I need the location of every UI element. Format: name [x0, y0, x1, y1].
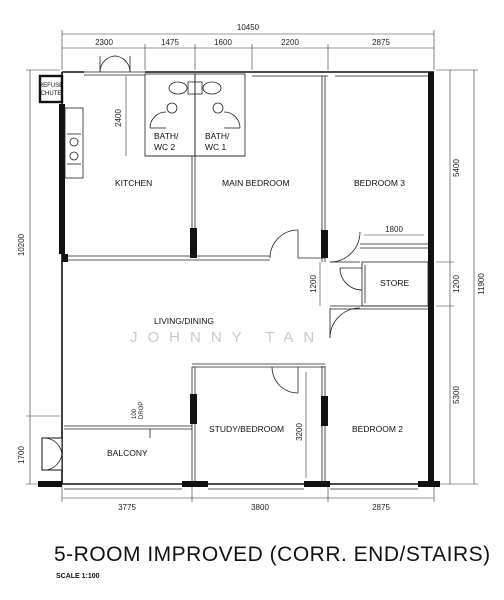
bath-wc-1-label-1: BATH/ — [205, 131, 230, 141]
room-study-bedroom-label: STUDY/BEDROOM — [209, 424, 284, 434]
refuse-chute-label-1: REFUSE — [39, 83, 63, 89]
room-main-bedroom-label: MAIN BEDROOM — [222, 178, 290, 188]
plan-scale: SCALE 1:100 — [56, 573, 100, 580]
dim-bottom-2: 3800 — [251, 503, 269, 512]
dim-right-2: 1200 — [452, 275, 461, 293]
dim-left-total: 10200 — [17, 233, 26, 256]
dim-bottom-3: 2875 — [372, 503, 390, 512]
kitchen-counter — [64, 107, 84, 179]
room-store-label: STORE — [380, 278, 409, 288]
dim-corridor: 1200 — [309, 275, 318, 293]
dim-top-total: 10450 — [237, 23, 260, 32]
bath-wc-2-label-1: BATH/ — [154, 131, 179, 141]
kitchen-depth-dimension: 2400 — [114, 76, 127, 156]
dim-store-width: 1800 — [385, 225, 403, 234]
dim-top-2: 1475 — [161, 38, 179, 47]
dim-top-4: 2200 — [281, 38, 299, 47]
room-labels: KITCHEN MAIN BEDROOM BEDROOM 3 STORE LIV… — [107, 178, 409, 458]
drop-label-1: 100 — [132, 408, 138, 419]
interior-walls: 1800 1200 3200 100 — [41, 76, 430, 484]
room-living-dining-label: LIVING/DINING — [154, 316, 214, 326]
dim-top-5: 2875 — [372, 38, 390, 47]
room-balcony-label: BALCONY — [107, 448, 148, 458]
dim-right-total: 11900 — [477, 273, 486, 295]
plan-title: 5-ROOM IMPROVED (CORR. END/STAIRS) — [54, 543, 491, 566]
top-dimensions: 10450 2300 1475 1600 2200 2875 — [61, 23, 435, 70]
dim-top-1: 2300 — [95, 38, 113, 47]
left-dimensions: 10200 1700 — [17, 69, 60, 485]
dim-top-3: 1600 — [214, 38, 232, 47]
room-bedroom-2-label: BEDROOM 2 — [352, 424, 403, 434]
dim-right-1: 5400 — [452, 159, 461, 177]
dim-right-3: 5300 — [452, 386, 461, 404]
bathrooms: BATH/ WC 2 BATH/ WC 1 — [144, 73, 246, 157]
bath-wc-1-label-2: WC 1 — [205, 142, 227, 152]
refuse-chute: REFUSE CHUTE — [38, 74, 64, 104]
dim-bottom-1: 3775 — [118, 503, 136, 512]
right-dimensions: 5400 1200 5300 11900 — [436, 69, 486, 485]
room-bedroom-3-label: BEDROOM 3 — [354, 178, 405, 188]
watermark-text: JOHNNY TAN — [130, 329, 324, 346]
room-kitchen-label: KITCHEN — [115, 178, 152, 188]
kitchen-top-door — [99, 55, 131, 73]
dim-study-depth: 3200 — [295, 423, 304, 441]
refuse-chute-label-2: CHUTE — [41, 91, 62, 97]
bath-wc-2-label-2: WC 2 — [154, 142, 176, 152]
drop-label-2: DROP — [139, 402, 145, 419]
bottom-dimensions: 3775 3800 2875 — [61, 486, 435, 512]
dim-kitchen-depth: 2400 — [114, 109, 123, 127]
dim-left-bottom: 1700 — [17, 446, 26, 464]
